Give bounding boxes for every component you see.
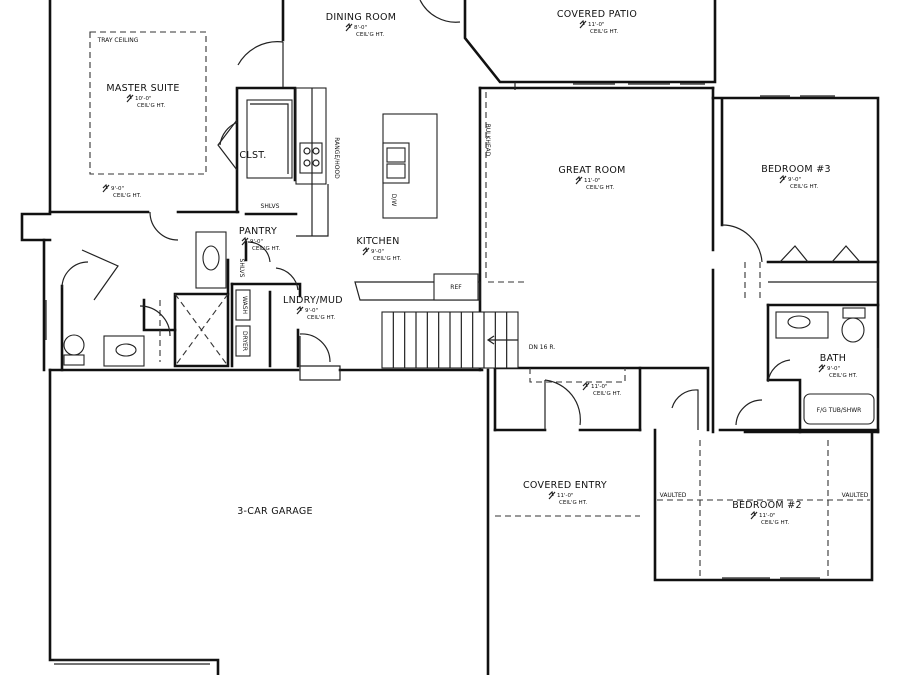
svg-text:CEIL'G HT.: CEIL'G HT. bbox=[252, 246, 280, 252]
svg-text:11'-0": 11'-0" bbox=[584, 178, 601, 184]
svg-text:11'-0": 11'-0" bbox=[591, 384, 608, 390]
ceiling-height-symbol bbox=[362, 246, 370, 256]
fixtures bbox=[54, 87, 878, 665]
svg-text:DRYER: DRYER bbox=[241, 331, 248, 351]
ceiling-height-symbol bbox=[750, 510, 758, 520]
svg-text:9'-0": 9'-0" bbox=[788, 177, 801, 183]
hall-toilet bbox=[841, 317, 865, 343]
ceiling-height-symbol bbox=[126, 93, 134, 103]
ceiling-height-symbol bbox=[818, 363, 826, 373]
master-suite-label: MASTER SUITE bbox=[106, 83, 179, 94]
svg-text:CEIL'G HT.: CEIL'G HT. bbox=[590, 29, 618, 35]
labels: DINING ROOM 8'-0" CEIL'G HT. COVERED PAT… bbox=[97, 9, 869, 526]
tray-ceiling-label: TRAY CEILING bbox=[97, 37, 139, 44]
svg-text:9'-0": 9'-0" bbox=[111, 186, 124, 192]
kitchen-label: KITCHEN bbox=[356, 236, 399, 247]
svg-text:CEIL'G HT.: CEIL'G HT. bbox=[356, 32, 384, 38]
svg-text:SHLVS: SHLVS bbox=[238, 259, 245, 278]
washer bbox=[235, 289, 251, 321]
svg-text:CEIL'G HT.: CEIL'G HT. bbox=[593, 391, 621, 397]
svg-text:SHLVS: SHLVS bbox=[261, 203, 280, 210]
svg-text:CEIL'G HT.: CEIL'G HT. bbox=[586, 185, 614, 191]
ceiling-height-symbol bbox=[575, 175, 583, 185]
windows bbox=[45, 82, 879, 579]
svg-text:9'-0": 9'-0" bbox=[250, 239, 263, 245]
ceiling-height-symbol bbox=[102, 183, 110, 193]
garage-label: 3-CAR GARAGE bbox=[237, 506, 313, 517]
svg-text:9'-0": 9'-0" bbox=[827, 366, 840, 372]
great-room-label: GREAT ROOM bbox=[558, 165, 625, 176]
bedroom-3-label: BEDROOM #3 bbox=[761, 164, 831, 175]
svg-text:10'-0": 10'-0" bbox=[135, 96, 152, 102]
svg-text:11'-0": 11'-0" bbox=[588, 22, 605, 28]
doors bbox=[61, 0, 791, 430]
ceiling-height-symbol bbox=[579, 19, 587, 29]
ceiling-symbols bbox=[102, 19, 826, 520]
ceiling-height-symbol bbox=[779, 174, 787, 184]
master-toilet bbox=[63, 334, 85, 356]
ceiling-height-symbol bbox=[345, 22, 353, 32]
bath-label: BATH bbox=[820, 353, 846, 364]
stair-arrow bbox=[486, 335, 518, 345]
stairs-label: DN 16 R. bbox=[529, 344, 556, 351]
walls bbox=[20, 0, 880, 675]
svg-text:CEIL'G HT.: CEIL'G HT. bbox=[761, 520, 789, 526]
bedroom-2-label: BEDROOM #2 bbox=[732, 500, 802, 511]
laundry-mud-label: LNDRY/MUD bbox=[283, 295, 343, 306]
svg-text:CEIL'G HT.: CEIL'G HT. bbox=[790, 184, 818, 190]
tub-shower bbox=[803, 393, 875, 425]
svg-text:8'-0": 8'-0" bbox=[354, 25, 367, 31]
svg-text:CEIL'G HT.: CEIL'G HT. bbox=[373, 256, 401, 262]
dryer bbox=[235, 325, 251, 357]
svg-text:REF: REF bbox=[450, 284, 462, 291]
closet-label: CLST. bbox=[239, 150, 266, 161]
svg-text:D/W: D/W bbox=[390, 194, 397, 207]
svg-text:CEIL'G HT.: CEIL'G HT. bbox=[307, 315, 335, 321]
covered-entry-label: COVERED ENTRY bbox=[523, 480, 607, 491]
svg-text:9'-0": 9'-0" bbox=[305, 308, 318, 314]
range-hood bbox=[299, 142, 323, 174]
svg-text:9'-0": 9'-0" bbox=[371, 249, 384, 255]
pantry-label: PANTRY bbox=[239, 226, 277, 237]
svg-text:11'-0": 11'-0" bbox=[557, 493, 574, 499]
ceiling-lines bbox=[89, 31, 870, 580]
svg-text:CEIL'G HT.: CEIL'G HT. bbox=[559, 500, 587, 506]
svg-text:WASH: WASH bbox=[241, 296, 248, 314]
ceiling-height-symbol bbox=[296, 305, 304, 315]
svg-text:RANGE/HOOD: RANGE/HOOD bbox=[333, 137, 340, 179]
svg-text:11'-0": 11'-0" bbox=[759, 513, 776, 519]
svg-text:BULKHEAD: BULKHEAD bbox=[484, 124, 491, 157]
refrigerator bbox=[433, 273, 479, 301]
svg-text:CEIL'G HT.: CEIL'G HT. bbox=[113, 193, 141, 199]
dining-room-label: DINING ROOM bbox=[326, 12, 397, 23]
ceiling-height-symbol bbox=[548, 490, 556, 500]
master-sink bbox=[202, 245, 220, 271]
svg-text:CEIL'G HT.: CEIL'G HT. bbox=[829, 373, 857, 379]
covered-patio-label: COVERED PATIO bbox=[557, 9, 637, 20]
svg-text:VAULTED: VAULTED bbox=[842, 492, 869, 499]
svg-text:VAULTED: VAULTED bbox=[660, 492, 687, 499]
svg-text:F/G TUB/SHWR: F/G TUB/SHWR bbox=[817, 407, 862, 414]
staircase bbox=[381, 311, 519, 369]
ceiling-height-symbol bbox=[582, 381, 590, 391]
ceiling-height-symbol bbox=[241, 236, 249, 246]
svg-text:CEIL'G HT.: CEIL'G HT. bbox=[137, 103, 165, 109]
